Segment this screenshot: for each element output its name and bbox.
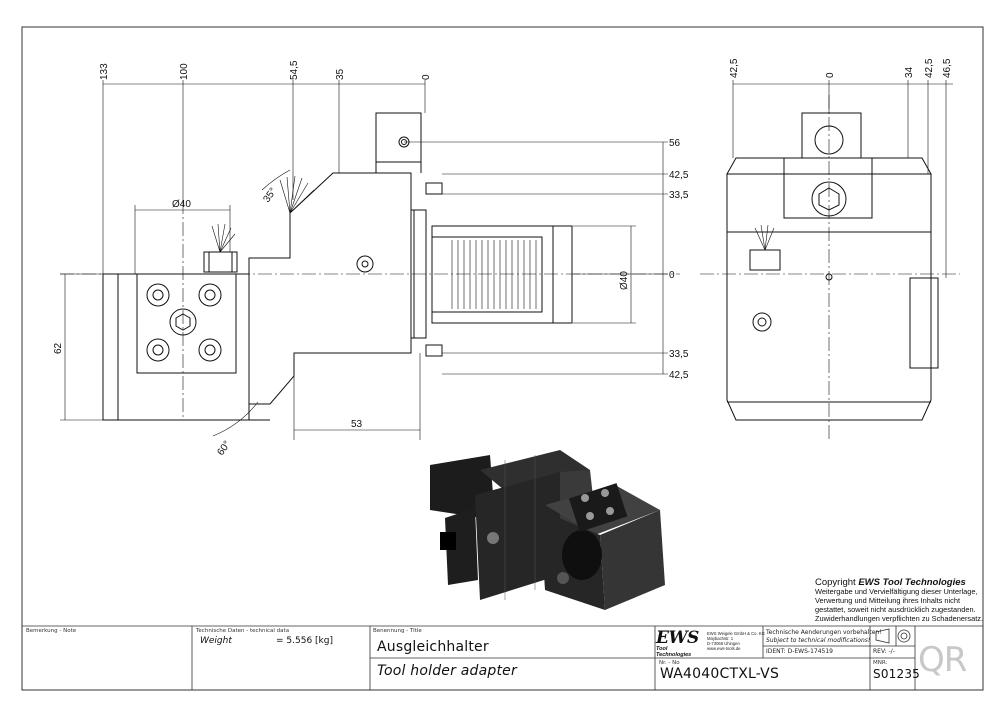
title-label: Benennung - Title <box>373 628 422 634</box>
address-line: Maybachstr. 1 <box>707 636 734 641</box>
isometric-view <box>430 450 665 610</box>
dim-diameter-right: Ø40 <box>619 271 630 290</box>
copyright-line: gestattet, soweit nicht ausdrücklich zug… <box>815 605 976 614</box>
number-label: Nr. - No <box>659 660 680 666</box>
part-number: WA4040CTXL-VS <box>660 666 780 682</box>
address-line: www.ews-tools.de <box>707 646 741 651</box>
dim-right-33-5-bottom: 33,5 <box>669 349 689 360</box>
tech-data-label: Technische Daten - technical data <box>196 628 290 634</box>
copyright-notice: Copyright EWS Tool Technologies Weiterga… <box>815 578 985 623</box>
copyright-line: Zuwiderhandlungen verpflichten zu Schade… <box>815 614 984 623</box>
front-dimensions <box>60 80 668 440</box>
copyright-line: Weitergabe und Vervielfältigung dieser U… <box>815 587 978 596</box>
notice-english: Subject to technical modifications! <box>766 637 871 644</box>
dimension-labels: 133 100 54,5 35 0 56 42,5 33,5 0 33,5 42… <box>53 58 953 458</box>
dim-right-0: 0 <box>669 270 675 281</box>
qr-placeholder: QR <box>918 640 967 680</box>
side-view <box>700 95 960 440</box>
dim-side-42-5-left: 42,5 <box>729 58 740 78</box>
front-view <box>60 112 680 421</box>
dim-right-42-5-top: 42,5 <box>669 170 689 181</box>
dim-left-62: 62 <box>53 342 64 354</box>
dim-side-46-5: 46,5 <box>942 58 953 78</box>
mnr-label: MNR: <box>873 660 888 666</box>
copyright-prefix: Copyright <box>815 577 859 588</box>
dim-side-42-5-right: 42,5 <box>924 58 935 78</box>
weight-value: = 5.556 [kg] <box>276 636 333 646</box>
copyright-heading: Copyright EWS Tool Technologies <box>815 577 985 588</box>
projection-symbol <box>875 628 911 644</box>
note-label: Bemerkung - Note <box>26 628 77 634</box>
company-address: EWS Weigele GmbH & Co. KG Maybachstr. 1 … <box>707 631 765 651</box>
dim-right-33-5-top: 33,5 <box>669 190 689 201</box>
sheet-border <box>21 26 984 691</box>
ews-logo-text: EWS <box>656 628 699 648</box>
mnr-value: S01235 <box>873 667 920 681</box>
title-german: Ausgleichhalter <box>377 639 489 655</box>
title-english: Tool holder adapter <box>377 663 517 679</box>
address-line: D-73066 Uhingen <box>707 641 740 646</box>
dim-right-42-5-bottom: 42,5 <box>669 370 689 381</box>
side-dimensions <box>732 80 953 278</box>
ident-number: IDENT: D-EWS-174519 <box>766 648 833 655</box>
dim-right-56: 56 <box>669 138 681 149</box>
dim-side-0: 0 <box>825 72 836 78</box>
dim-angle-bottom: 60° <box>215 439 233 458</box>
dim-side-34: 34 <box>904 66 915 78</box>
copyright-line: Verwertung und Mitteilung ihres Inhalts … <box>815 596 961 605</box>
dim-front-top-54-5: 54,5 <box>289 60 300 80</box>
address-line: EWS Weigele GmbH & Co. KG <box>707 631 765 636</box>
dim-front-top-35: 35 <box>335 68 346 80</box>
dim-front-top-0: 0 <box>421 74 432 80</box>
notice-german: Technische Aenderungen vorbehalten! <box>766 629 882 636</box>
dim-front-top-133: 133 <box>99 63 110 80</box>
weight-label: Weight <box>200 636 232 646</box>
ews-logo: EWS Tool Technologies <box>656 628 704 659</box>
dim-angle-top: 35° <box>261 186 279 205</box>
revision: REV: -/- <box>873 648 895 655</box>
dim-bottom-53: 53 <box>351 419 363 430</box>
copyright-brand: EWS Tool Technologies <box>858 577 966 588</box>
dim-front-top-100: 100 <box>179 63 190 80</box>
title-block-grid <box>22 625 983 690</box>
ews-logo-subtitle: Tool Technologies <box>656 646 692 658</box>
dim-diameter-left: Ø40 <box>172 199 191 210</box>
